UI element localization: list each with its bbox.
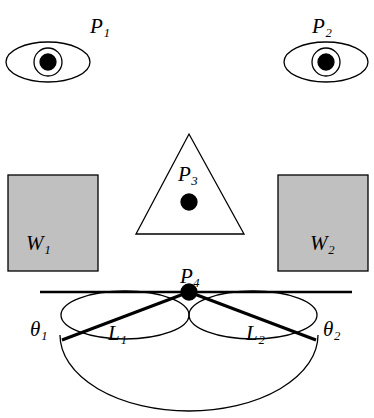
iris (34, 48, 62, 76)
point-label: P₄ (180, 266, 200, 287)
point-dot (181, 194, 197, 210)
eye-outline (284, 42, 368, 82)
eye-node: P₁ (6, 42, 90, 82)
point-label: P₃ (178, 164, 198, 185)
cheek-node: W₂ (278, 175, 368, 271)
mouth-outline (60, 335, 318, 411)
cheek-square (278, 175, 368, 271)
length-label: L₂ (246, 323, 265, 344)
cheek-node: W₁ (8, 175, 98, 271)
point-label: W₁ (26, 233, 51, 254)
nose-triangle (136, 134, 244, 234)
eye-node: P₂ (284, 42, 368, 82)
length-label: L₁ (108, 323, 127, 344)
angle-label: θ₁ (30, 319, 48, 340)
cheek-square (8, 175, 98, 271)
point-label: W₂ (310, 233, 335, 254)
point-label: P₂ (312, 16, 332, 37)
nose-node: P₃ (136, 134, 244, 234)
angle-label: θ₂ (323, 319, 341, 340)
iris (312, 48, 340, 76)
point-label: P₁ (90, 16, 110, 37)
eye-outline (6, 42, 90, 82)
pupil (40, 54, 56, 70)
pupil (318, 54, 334, 70)
